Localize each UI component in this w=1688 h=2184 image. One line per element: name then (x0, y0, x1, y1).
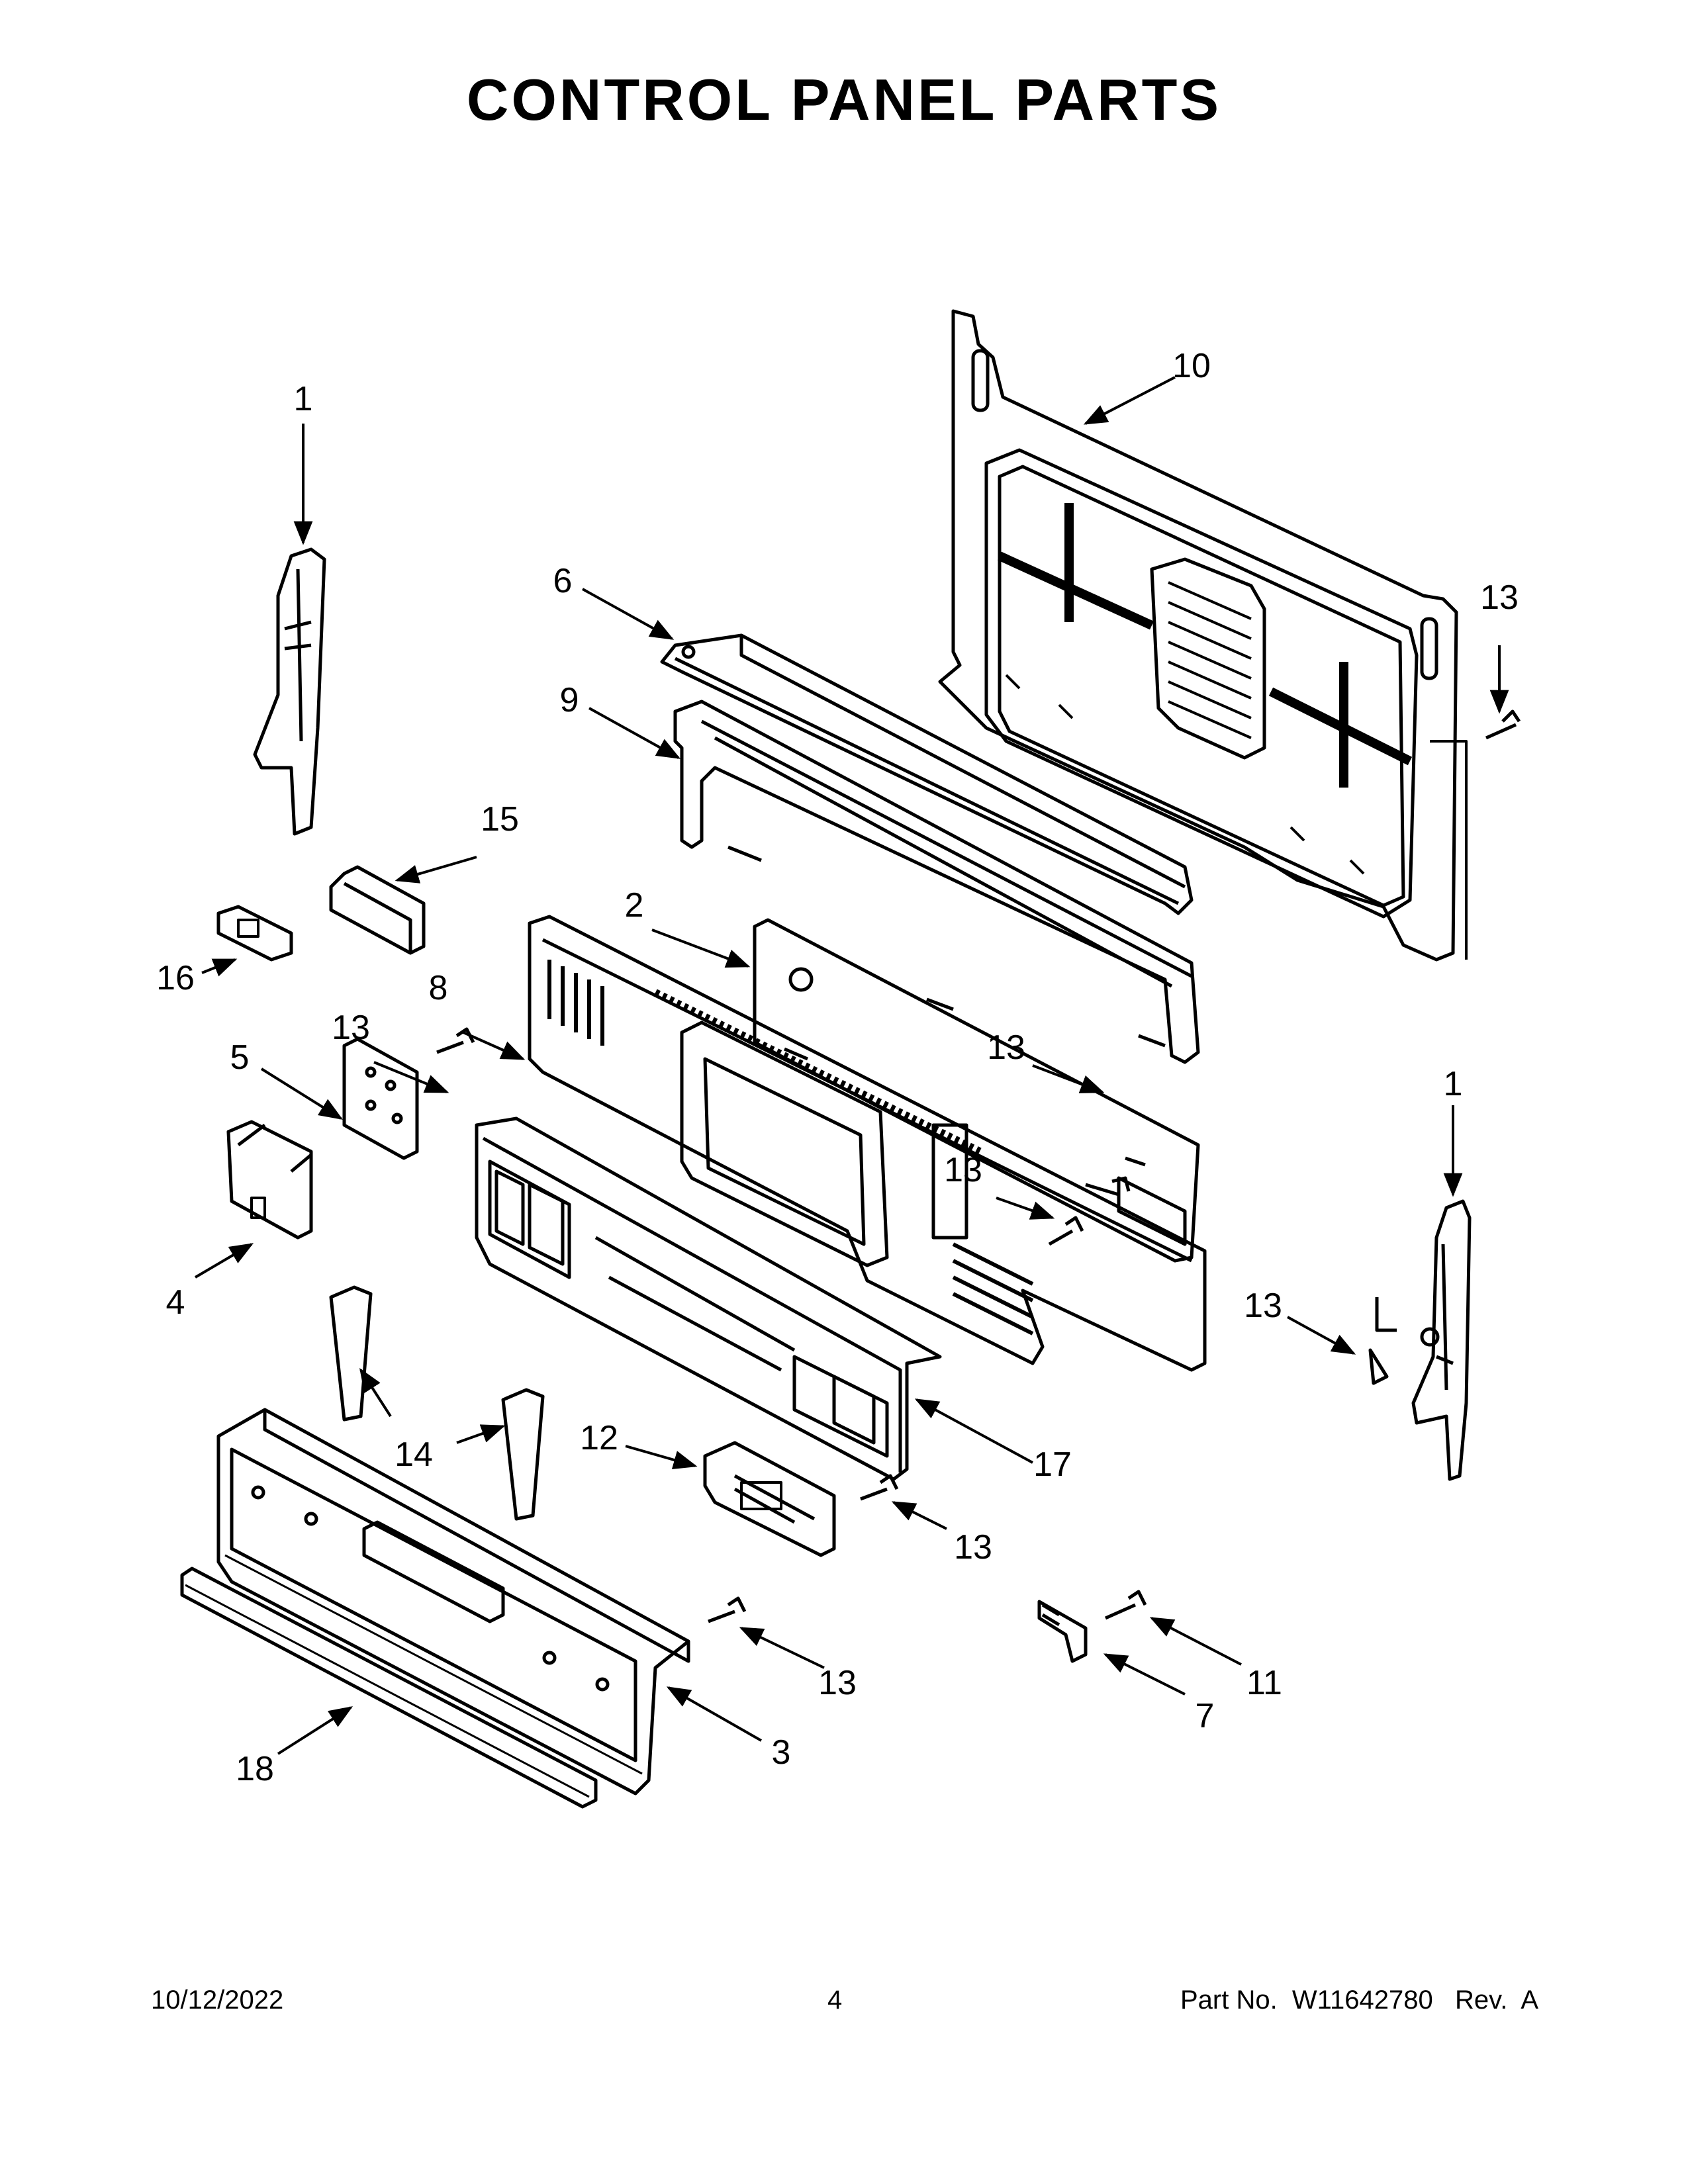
page-title: CONTROL PANEL PARTS (466, 67, 1222, 132)
callout-6: 6 (553, 562, 573, 600)
callout-13-board: 13 (954, 1528, 992, 1567)
callout-15: 15 (481, 800, 519, 839)
part-2-panel (753, 918, 1200, 1263)
callout-3: 3 (772, 1733, 791, 1772)
part-5-board (342, 1037, 419, 1160)
part-4-housing (226, 1120, 313, 1240)
callout-18: 18 (236, 1750, 274, 1788)
part-17-rear-panel (475, 1116, 942, 1481)
callout-1-left: 1 (294, 380, 313, 418)
callout-4: 4 (166, 1283, 185, 1322)
callout-7: 7 (1196, 1697, 1215, 1735)
callout-13-left: 13 (332, 1009, 370, 1047)
callout-2: 2 (625, 886, 644, 925)
callout-17: 17 (1033, 1445, 1072, 1484)
callout-13-center: 13 (987, 1028, 1025, 1067)
part-18-trim (180, 1567, 598, 1809)
part-7-clip (1037, 1600, 1088, 1663)
callout-13-bottom: 13 (818, 1664, 857, 1702)
callout-11: 11 (1246, 1664, 1282, 1702)
callout-labels: 1 10 6 13 9 15 2 16 8 13 13 5 1 13 4 13 … (156, 347, 1519, 1788)
part-10-rear-panel (938, 309, 1468, 962)
part-12-control-board (703, 1441, 836, 1557)
part-15-bracket (329, 865, 426, 955)
callout-8: 8 (429, 969, 448, 1007)
footer-date: 10/12/2022 (151, 1985, 284, 2015)
callout-14: 14 (395, 1435, 433, 1474)
callout-1-right: 1 (1444, 1065, 1463, 1103)
footer-part-number: Part No. W11642780 Rev. A (1180, 1985, 1538, 2015)
part-14-brackets (329, 1285, 545, 1521)
screws (436, 709, 1521, 1623)
callout-13-right: 13 (1244, 1287, 1282, 1325)
part-3-control-panel (216, 1408, 690, 1796)
callout-5: 5 (230, 1038, 250, 1077)
callout-13-mid: 13 (944, 1151, 982, 1189)
part-9-channel (673, 700, 1200, 1064)
callout-12: 12 (580, 1419, 618, 1457)
part-1-left-bracket (253, 547, 326, 836)
callout-10: 10 (1172, 347, 1211, 385)
part-8-main-bracket (528, 915, 1207, 1372)
callout-13-top-right: 13 (1480, 578, 1519, 617)
part-6-bracket (660, 633, 1194, 915)
callout-16: 16 (156, 959, 195, 997)
part-16-switch (216, 905, 293, 962)
callout-9: 9 (560, 681, 579, 719)
part-1-right-bracket (1375, 1199, 1472, 1481)
footer-page-number: 4 (827, 1985, 843, 2015)
leader-arrows (194, 376, 1509, 1755)
